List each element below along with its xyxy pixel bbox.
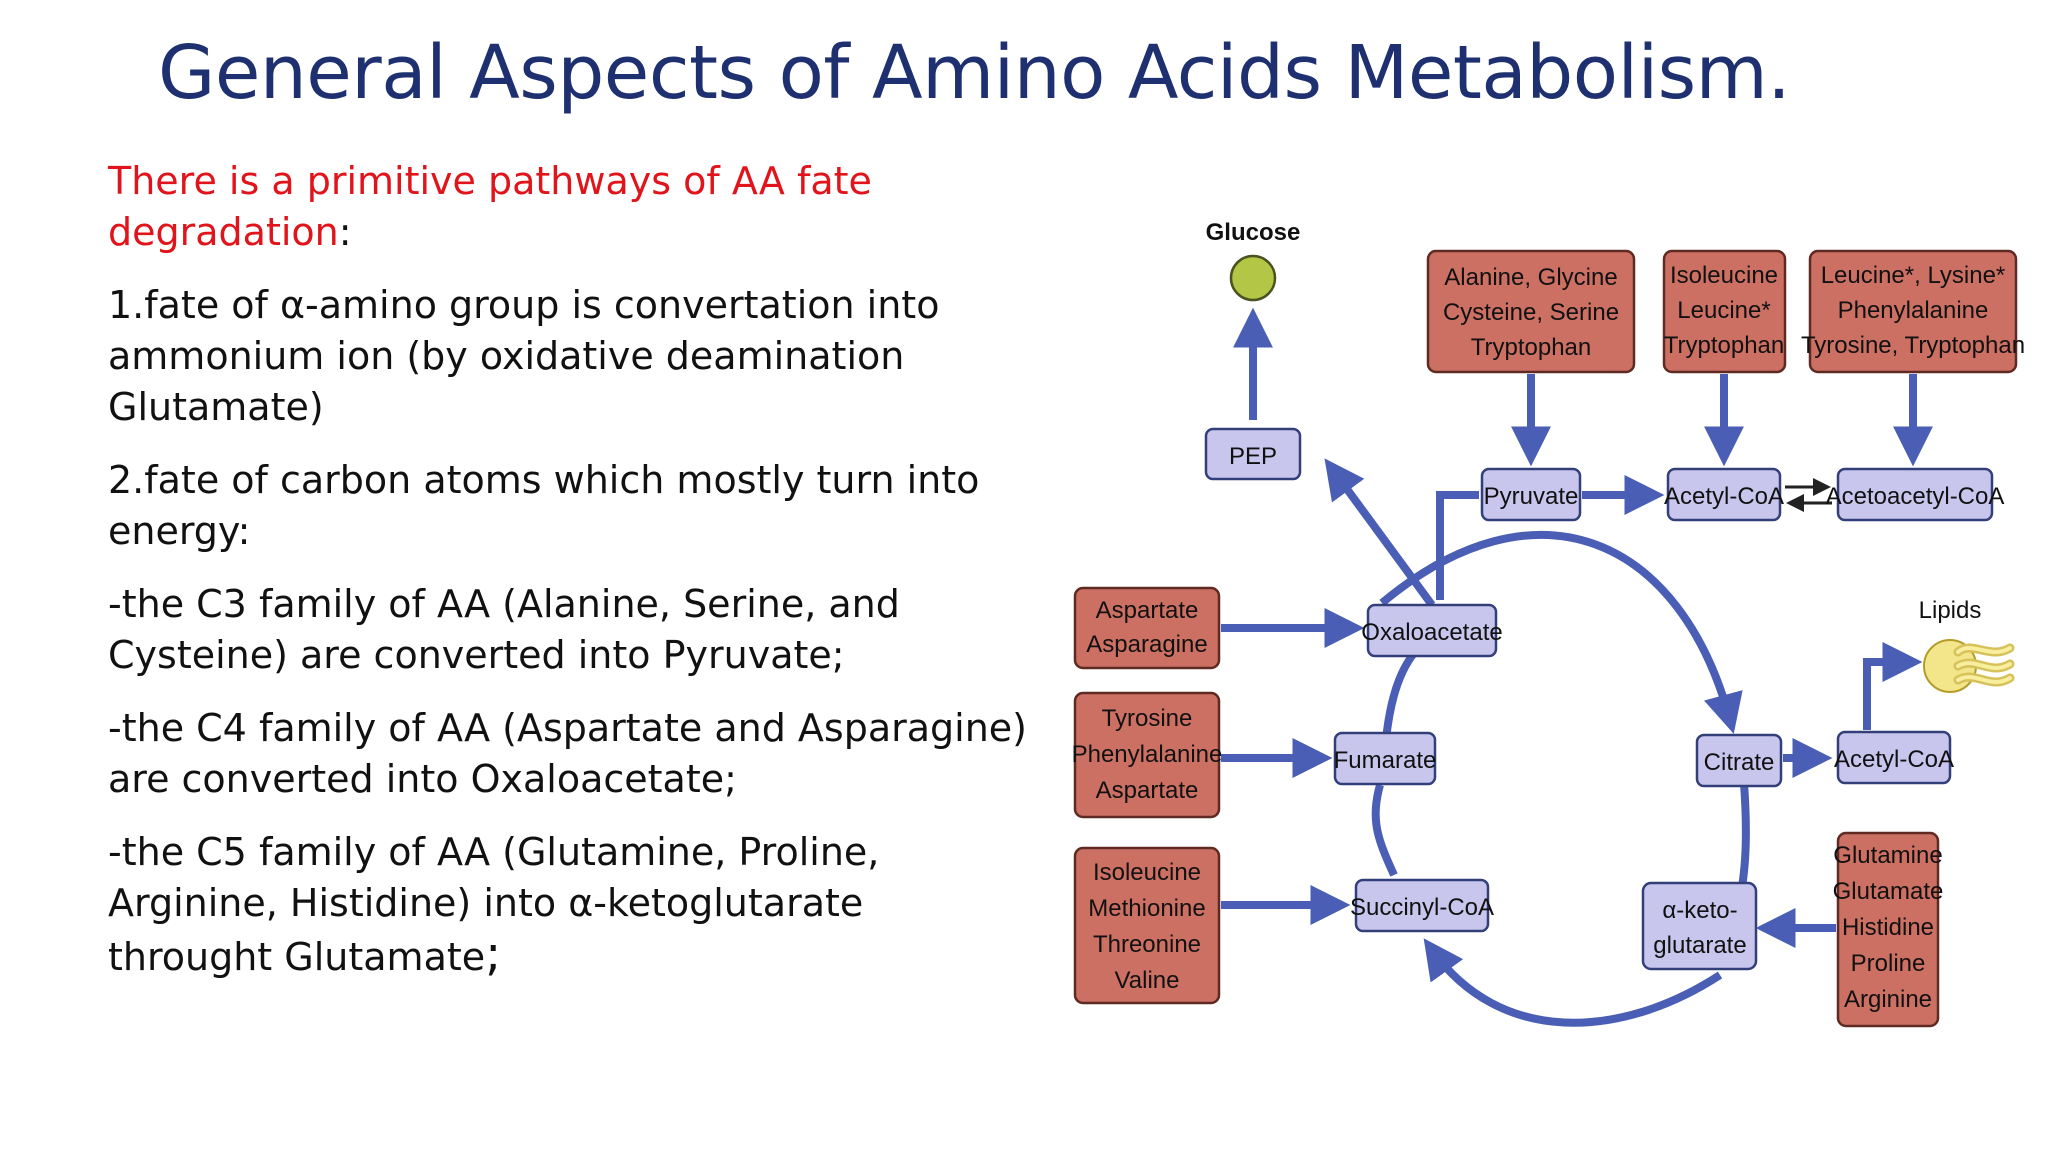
node-acetyl-coa-right-label: Acetyl-CoA [1834,746,1954,773]
node-acetoacetyl-coa-label: Acetoacetyl-CoA [1826,483,2005,510]
aa-acetyl-line-3: Tryptophan [1664,332,1785,359]
node-ketoglutarate-line-1: α-keto- [1662,897,1737,924]
intro-highlight: There is a primitive pathways of AA fate… [108,159,872,254]
lipid-droplet-icon [1923,639,2015,693]
aa-succinyl-box [1073,846,1221,1005]
node-citrate-label: Citrate [1704,749,1775,776]
node-pep-box [1204,427,1302,481]
aa-acetoacetyl-line-3: Tyrosine, Tryptophan [1801,332,2025,359]
aa-acetoacetyl-line-2: Phenylalanine [1838,297,1989,324]
point-c4-family: -the C4 family of AA (Aspartate and Aspa… [108,706,1027,801]
intro-paragraph: There is a primitive pathways of AA fate… [108,156,1038,258]
cycle-line-fumarate-to-oxaloacetate [1382,649,1419,741]
aa-succinyl-line-3: Threonine [1093,931,1201,958]
aa-succinyl-line-4: Valine [1115,967,1180,994]
aa-pyruvate-line-1: Alanine, Glycine [1444,264,1617,291]
aa-ketoglutarate-line-3: Histidine [1842,914,1934,941]
intro-colon: : [338,210,352,254]
slide-body-text: There is a primitive pathways of AA fate… [108,156,1038,1005]
aa-oxaloacetate-group: Aspartate Asparagine [1073,586,1221,670]
tca-cycle-arrows [1371,530,1750,1027]
aa-ketoglutarate-line-2: Glutamate [1833,878,1944,905]
aa-acetoacetyl-line-1: Leucine*, Lysine* [1821,262,2006,289]
node-citrate-box [1695,733,1783,788]
arrow-acetyl-coa-to-lipids [1863,642,1923,730]
glucose-label: Glucose [1206,219,1301,246]
aa-pyruvate-line-2: Cysteine, Serine [1443,299,1619,326]
aa-acetyl-line-1: Isoleucine [1670,262,1778,289]
aa-oxaloacetate-line-1: Aspartate [1096,597,1199,624]
node-succinyl-coa-box [1354,878,1490,933]
node-pyruvate-box [1480,467,1582,522]
aa-pyruvate-group: Alanine, Glycine Cysteine, Serine Trypto… [1426,249,1636,374]
aa-pyruvate-line-3: Tryptophan [1471,334,1592,361]
node-pyruvate-label: Pyruvate [1484,483,1579,510]
aa-acetyl-line-2: Leucine* [1677,297,1770,324]
aa-ketoglutarate-line-5: Arginine [1844,986,1932,1013]
cycle-arrow-ketoglutarate-to-succinyl [1423,938,1723,1027]
node-acetyl-coa-box [1666,467,1782,522]
aa-acetyl-box [1662,249,1787,374]
line-oxaloacetate-to-pyruvate [1436,491,1479,600]
cycle-line-succinyl-to-fumarate [1371,783,1398,877]
lipids-label: Lipids [1919,597,1982,624]
aa-ketoglutarate-group: Glutamine Glutamate Histidine Proline Ar… [1833,831,1944,1028]
aa-fumarate-box [1073,691,1221,819]
node-acetyl-coa-right-box [1836,730,1952,785]
point-c5-family: -the C5 family of AA (Glutamine, Proline… [108,827,1038,983]
node-pep-label: PEP [1229,443,1277,470]
aa-fumarate-line-2: Phenylalanine [1072,741,1223,768]
aa-fumarate-line-1: Tyrosine [1102,705,1193,732]
aa-succinyl-group: Isoleucine Methionine Threonine Valine [1073,846,1221,1005]
aa-pyruvate-box [1426,249,1636,374]
aa-succinyl-line-2: Methionine [1088,895,1205,922]
c5-semicolon: ; [485,926,502,982]
c5-text: -the C5 family of AA (Glutamine, Proline… [108,830,880,979]
point-carbon-atoms: 2.fate of carbon atoms which mostly turn… [108,458,980,553]
point-amino-group: 1.fate of α-amino group is convertation … [108,283,940,429]
arrow-oxaloacetate-to-pep [1324,458,1436,608]
aa-acetyl-group: Isoleucine Leucine* Tryptophan [1662,249,1787,374]
aa-acetoacetyl-box [1808,249,2018,374]
aa-oxaloacetate-line-2: Asparagine [1086,631,1207,658]
aa-fumarate-line-3: Aspartate [1096,777,1199,804]
node-fumarate-label: Fumarate [1334,747,1437,774]
node-fumarate-box [1333,731,1437,786]
cycle-arrow-oxaloacetate-to-citrate [1379,530,1743,734]
aa-oxaloacetate-box [1073,586,1221,670]
aa-ketoglutarate-box [1836,831,1940,1028]
aa-fumarate-group: Tyrosine Phenylalanine Aspartate [1072,691,1223,819]
aa-acetoacetyl-group: Leucine*, Lysine* Phenylalanine Tyrosine… [1801,249,2025,374]
node-oxaloacetate-label: Oxaloacetate [1361,619,1502,646]
point-c3-family: -the C3 family of AA (Alanine, Serine, a… [108,582,900,677]
aa-ketoglutarate-line-1: Glutamine [1833,842,1942,869]
node-ketoglutarate-line-2: glutarate [1653,932,1746,959]
slide-title: General Aspects of Amino Acids Metabolis… [158,30,1791,116]
glucose-icon [1229,254,1277,302]
aa-ketoglutarate-line-4: Proline [1851,950,1926,977]
node-oxaloacetate-box [1366,603,1498,658]
node-acetyl-coa-label: Acetyl-CoA [1664,483,1784,510]
node-acetoacetyl-coa-box [1836,467,1994,522]
aa-succinyl-line-1: Isoleucine [1093,859,1201,886]
node-succinyl-coa-label: Succinyl-CoA [1350,894,1494,921]
